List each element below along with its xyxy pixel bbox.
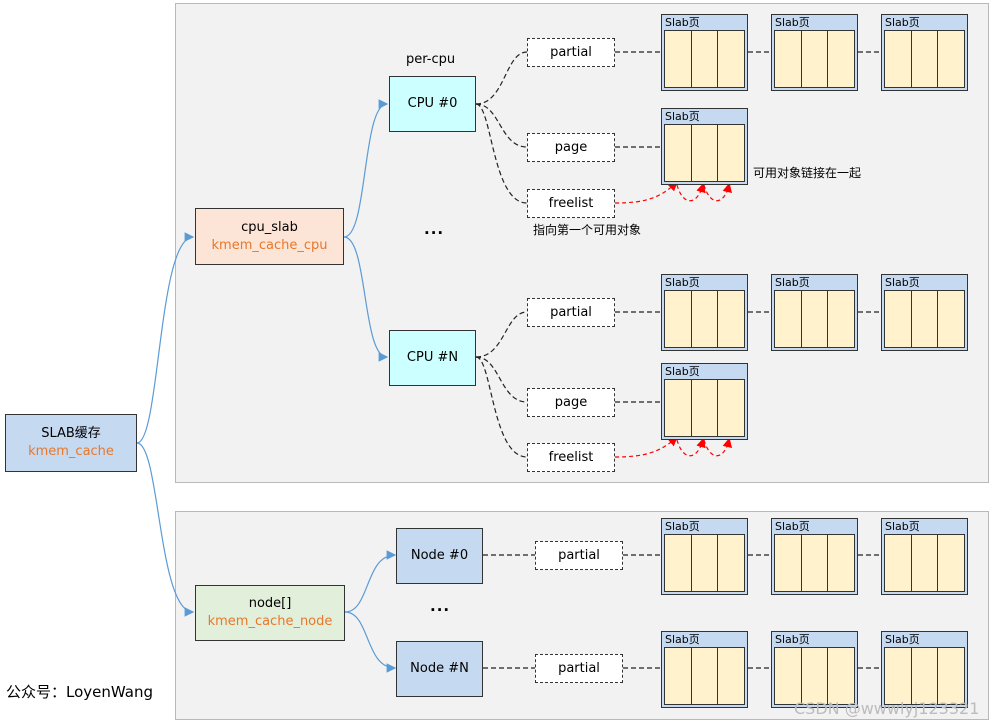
node-array-title: node[]: [248, 596, 292, 611]
slab-page-title: Slab页: [665, 520, 700, 533]
slab-page-title: Slab页: [775, 520, 810, 533]
cpu-slab-subtitle: kmem_cache_cpu: [211, 237, 328, 253]
slab-page: Slab页: [771, 518, 858, 595]
slab-page: Slab页: [881, 274, 968, 351]
node-array-box: node[] kmem_cache_node: [195, 585, 345, 641]
slab-page: Slab页: [661, 274, 748, 351]
csdn-watermark: CSDN @wwwlyj123321: [794, 699, 980, 718]
slab-page: Slab页: [661, 14, 748, 91]
slab-page: Slab页: [771, 14, 858, 91]
slab-page-title: Slab页: [665, 110, 700, 123]
slab-page: Slab页: [661, 518, 748, 595]
node-0-box: Node #0: [396, 528, 483, 584]
slab-page: Slab页: [661, 108, 748, 185]
cpu-0-box: CPU #0: [389, 76, 476, 132]
slab-page-title: Slab页: [665, 365, 700, 378]
node-ellipsis: ...: [430, 597, 451, 615]
slab-page: Slab页: [771, 631, 858, 708]
slab-cache-title: SLAB缓存: [41, 426, 101, 441]
cpu-n-box: CPU #N: [389, 330, 476, 386]
slab-page-title: Slab页: [665, 276, 700, 289]
node-n-box: Node #N: [396, 641, 483, 697]
cpu-slab-title: cpu_slab: [241, 219, 298, 235]
cpu0-partial-field: partial: [527, 38, 615, 67]
slab-page-title: Slab页: [885, 633, 920, 646]
cpu0-page-field: page: [527, 133, 615, 162]
cpu-ellipsis: ...: [424, 220, 445, 238]
author-watermark: 公众号：LoyenWang: [6, 683, 153, 701]
slab-page: Slab页: [661, 631, 748, 708]
slab-page-title: Slab页: [885, 520, 920, 533]
cpun-partial-field: partial: [527, 298, 615, 327]
per-cpu-label: per-cpu: [406, 52, 456, 67]
slab-page: Slab页: [661, 363, 748, 440]
slab-page-title: Slab页: [775, 633, 810, 646]
slab-page: Slab页: [881, 14, 968, 91]
note-first-free: 指向第一个可用对象: [533, 223, 642, 237]
slab-page-title: Slab页: [665, 16, 700, 29]
slab-page: Slab页: [881, 631, 968, 708]
noden-partial-field: partial: [535, 654, 623, 683]
note-objects-linked: 可用对象链接在一起: [753, 166, 862, 180]
slab-page-title: Slab页: [775, 16, 810, 29]
slab-page-title: Slab页: [775, 276, 810, 289]
node-array-subtitle: kmem_cache_node: [207, 614, 333, 629]
cpu-slab-box: cpu_slab kmem_cache_cpu: [195, 208, 344, 265]
slab-page-title: Slab页: [665, 633, 700, 646]
slab-page: Slab页: [771, 274, 858, 351]
slab-page: Slab页: [881, 518, 968, 595]
slab-page-title: Slab页: [885, 276, 920, 289]
cpun-page-field: page: [527, 388, 615, 417]
cpu0-freelist-field: freelist: [527, 189, 615, 218]
cpun-freelist-field: freelist: [527, 443, 615, 472]
node0-partial-field: partial: [535, 541, 623, 570]
slab-cache-box: SLAB缓存 kmem_cache: [5, 414, 137, 472]
slab-page-title: Slab页: [885, 16, 920, 29]
slab-cache-subtitle: kmem_cache: [28, 444, 114, 459]
